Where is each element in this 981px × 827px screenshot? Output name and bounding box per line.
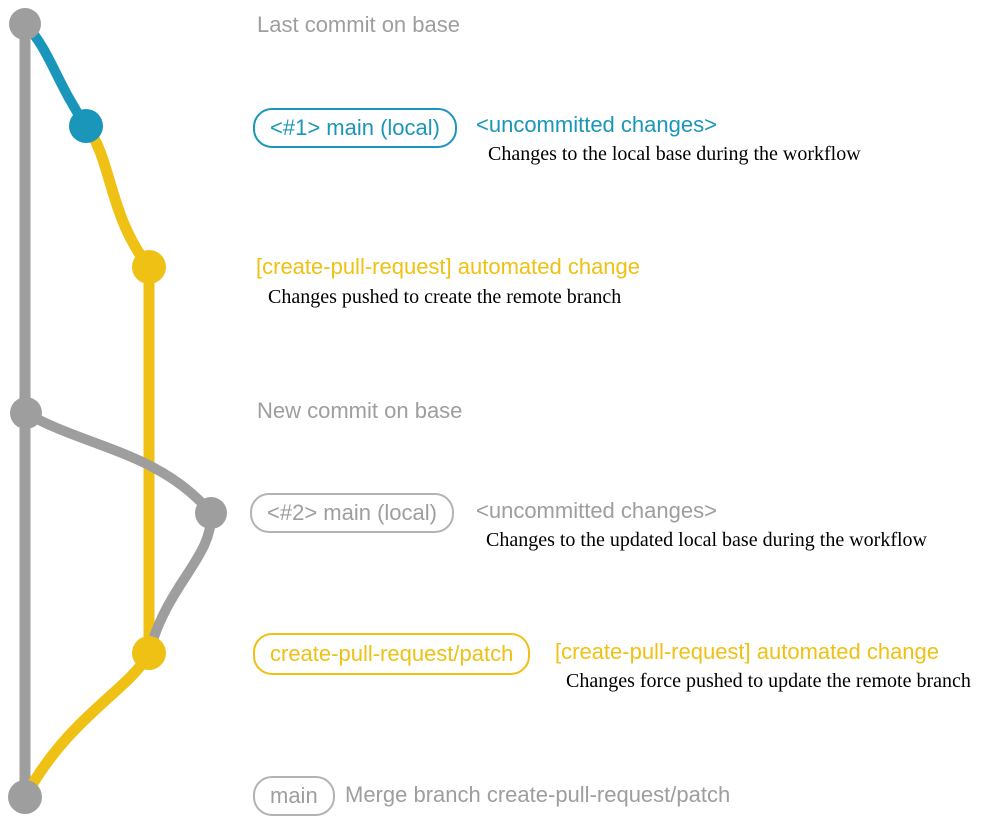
branch-badge-main-local-1-label: <#1> main (local): [270, 115, 440, 140]
commit-label-new-commit-on-base: New commit on base: [257, 398, 463, 423]
patch-merge-curve: [19, 647, 155, 803]
commit-dot-patch-branch: [132, 636, 166, 670]
force-push-curve: [144, 508, 217, 658]
branch-badge-patch: create-pull-request/patch: [253, 633, 531, 675]
commit-dot-main-local-1: [69, 109, 103, 143]
commit-dot-last-commit-on-base: [9, 8, 41, 40]
branch-badge-main-local-2-label: <#2> main (local): [267, 500, 437, 525]
commit-label-merge: Merge branch create-pull-request/patch: [345, 782, 731, 807]
commit-label-last-commit-on-base: Last commit on base: [257, 12, 460, 37]
description-force-pushed: Changes force pushed to update the remot…: [566, 670, 971, 692]
commit-dot-main-local-2: [195, 497, 227, 529]
note-uncommitted-changes-1: <uncommitted changes>: [476, 112, 717, 137]
description-updated-local-base-changes: Changes to the updated local base during…: [486, 529, 927, 551]
commit-label-automated-change: [create-pull-request] automated change: [256, 254, 641, 279]
branch-badge-patch-label: create-pull-request/patch: [270, 641, 514, 666]
rebase-curve: [21, 408, 216, 518]
commit-label-automated-change-2: [create-pull-request] automated change: [555, 639, 940, 664]
commit-dot-automated-change: [132, 250, 166, 284]
patch-branch-curve-top: [80, 120, 155, 273]
branch-badge-main: main: [253, 776, 335, 816]
branch-badge-main-local-2: <#2> main (local): [250, 493, 454, 533]
commit-dot-merge: [8, 780, 42, 814]
branch-badge-main-local-1: <#1> main (local): [253, 108, 457, 148]
description-local-base-changes: Changes to the local base during the wor…: [488, 143, 861, 165]
description-changes-pushed: Changes pushed to create the remote bran…: [268, 286, 622, 308]
branch-badge-main-label: main: [270, 783, 318, 808]
main-local-branch-curve: [20, 19, 91, 131]
note-uncommitted-changes-2: <uncommitted changes>: [476, 498, 717, 523]
commit-dot-new-commit-on-base: [10, 397, 42, 429]
